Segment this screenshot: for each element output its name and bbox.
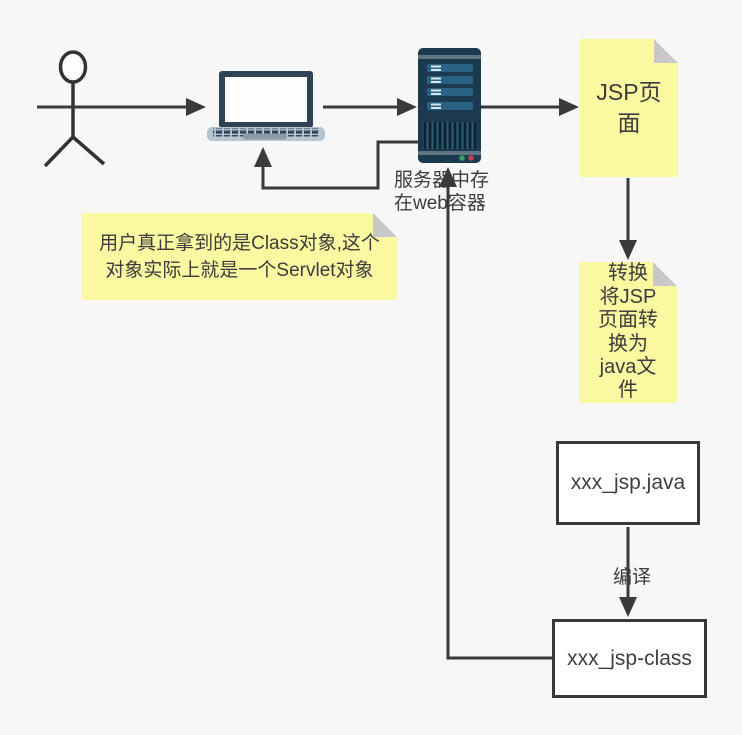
jsp-page-note: JSP页 面 bbox=[580, 39, 678, 177]
arrow-server-to-laptop-return bbox=[254, 140, 418, 190]
java-file-box: xxx_jsp.java bbox=[556, 441, 700, 525]
laptop-icon bbox=[207, 71, 325, 141]
arrow-class-to-server bbox=[439, 167, 552, 660]
servlet-object-note: 用户真正拿到的是Class对象,这个 对象实际上就是一个Servlet对象 bbox=[82, 213, 397, 300]
server-icon bbox=[418, 48, 481, 163]
stick-figure-icon bbox=[43, 50, 106, 168]
convert-note: 转换 将JSP 页面转 换为 java文 件 bbox=[579, 262, 677, 403]
compile-edge-label: 编译 bbox=[612, 567, 651, 588]
server-caption: 服务器中存 在web容器 bbox=[394, 170, 490, 214]
class-file-box: xxx_jsp-class bbox=[552, 619, 707, 698]
connector-lines bbox=[37, 98, 637, 660]
